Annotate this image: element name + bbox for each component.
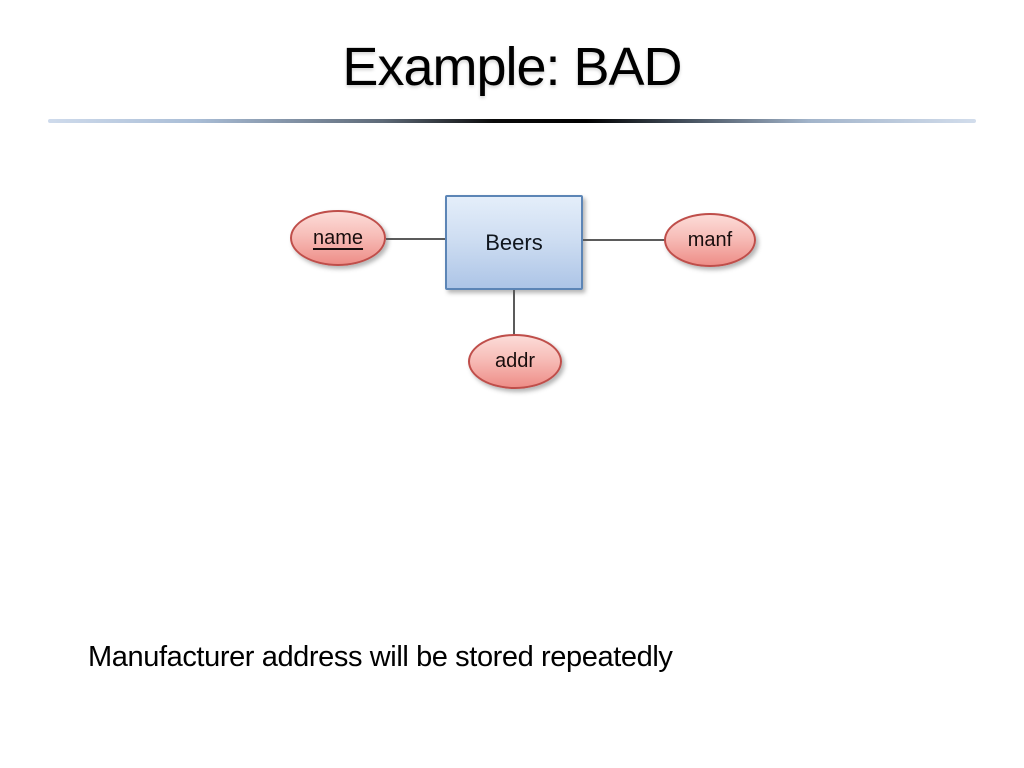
connector-beers-addr xyxy=(513,289,515,335)
attribute-manf-label: manf xyxy=(687,228,733,251)
attribute-manf: manf xyxy=(664,213,756,267)
attribute-addr-label: addr xyxy=(494,350,536,372)
entity-beers-label: Beers xyxy=(485,229,543,255)
entity-beers: Beers xyxy=(445,195,583,290)
connector-beers-manf xyxy=(582,239,665,241)
attribute-name-label: name xyxy=(312,226,364,249)
attribute-name: name xyxy=(290,210,386,266)
title-divider xyxy=(48,119,976,123)
slide-title: Example: BAD xyxy=(342,37,682,97)
attribute-addr: addr xyxy=(468,334,562,389)
slide-caption: Manufacturer address will be stored repe… xyxy=(88,641,673,673)
connector-name-beers xyxy=(386,238,446,240)
